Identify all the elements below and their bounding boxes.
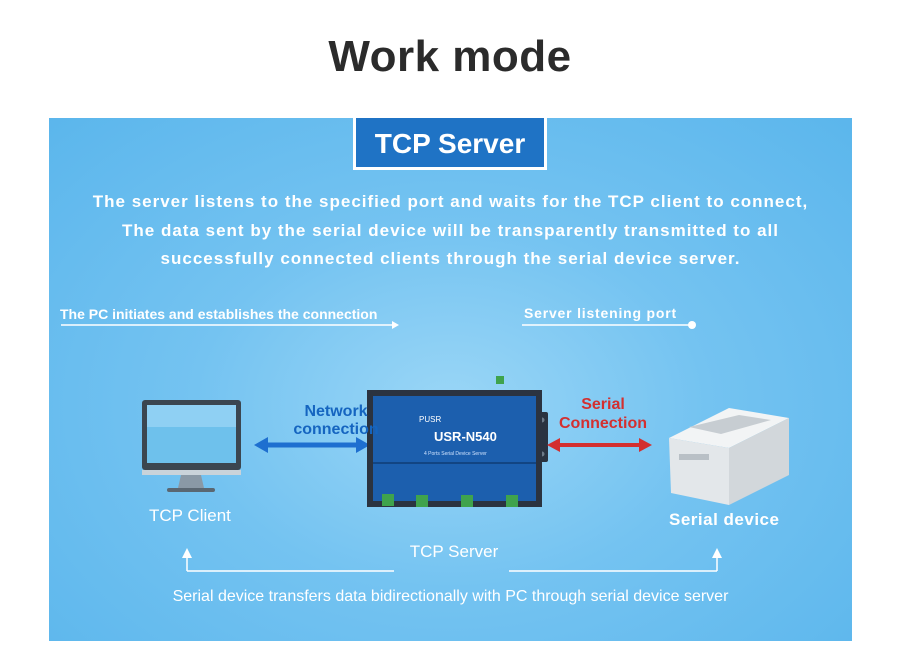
serial-connection-line: Serial — [581, 396, 625, 413]
receipt-printer-icon — [669, 408, 789, 505]
tcp-client-label: TCP Client — [149, 506, 231, 525]
bidirectional-bracket — [182, 548, 722, 572]
tcp-server-panel: TCP Server The server listens to the spe… — [49, 118, 852, 641]
network-connection-line: connection — [293, 421, 379, 438]
bottom-note: Serial device transfers data bidirection… — [172, 588, 729, 605]
serial-connection-arrow — [547, 438, 652, 452]
device-subtitle: 4 Ports Serial Device Server — [424, 451, 487, 457]
listening-port-label: Server listening port — [524, 305, 677, 321]
monitor-icon — [142, 400, 241, 492]
mode-badge: TCP Server — [353, 118, 547, 170]
serial-device-label: Serial device — [669, 510, 780, 529]
description-line: The server listens to the specified port… — [92, 192, 809, 211]
network-connection-label: Network connection — [261, 403, 411, 439]
pc-initiates-arrow — [61, 321, 399, 329]
serial-connection-label: Serial Connection — [549, 395, 657, 433]
page-title: Work mode — [328, 32, 572, 81]
device-model: USR-N540 — [434, 429, 497, 444]
device-brand: PUSR — [419, 415, 441, 424]
serial-connection-line: Connection — [559, 415, 647, 432]
network-connection-line: Network — [304, 403, 368, 420]
pc-initiates-label: The PC initiates and establishes the con… — [60, 306, 378, 322]
description-line: successfully connected clients through t… — [160, 249, 741, 268]
mode-description: The server listens to the specified port… — [69, 188, 832, 274]
network-connection-arrow — [254, 437, 370, 453]
description-line: The data sent by the serial device will … — [122, 220, 779, 240]
serial-device-server-icon — [367, 376, 548, 507]
diagram-graphics: PUSR USR-N540 4 Ports Serial Device Serv… — [61, 321, 789, 572]
tcp-server-label: TCP Server — [409, 542, 499, 561]
listening-port-marker — [522, 321, 696, 329]
